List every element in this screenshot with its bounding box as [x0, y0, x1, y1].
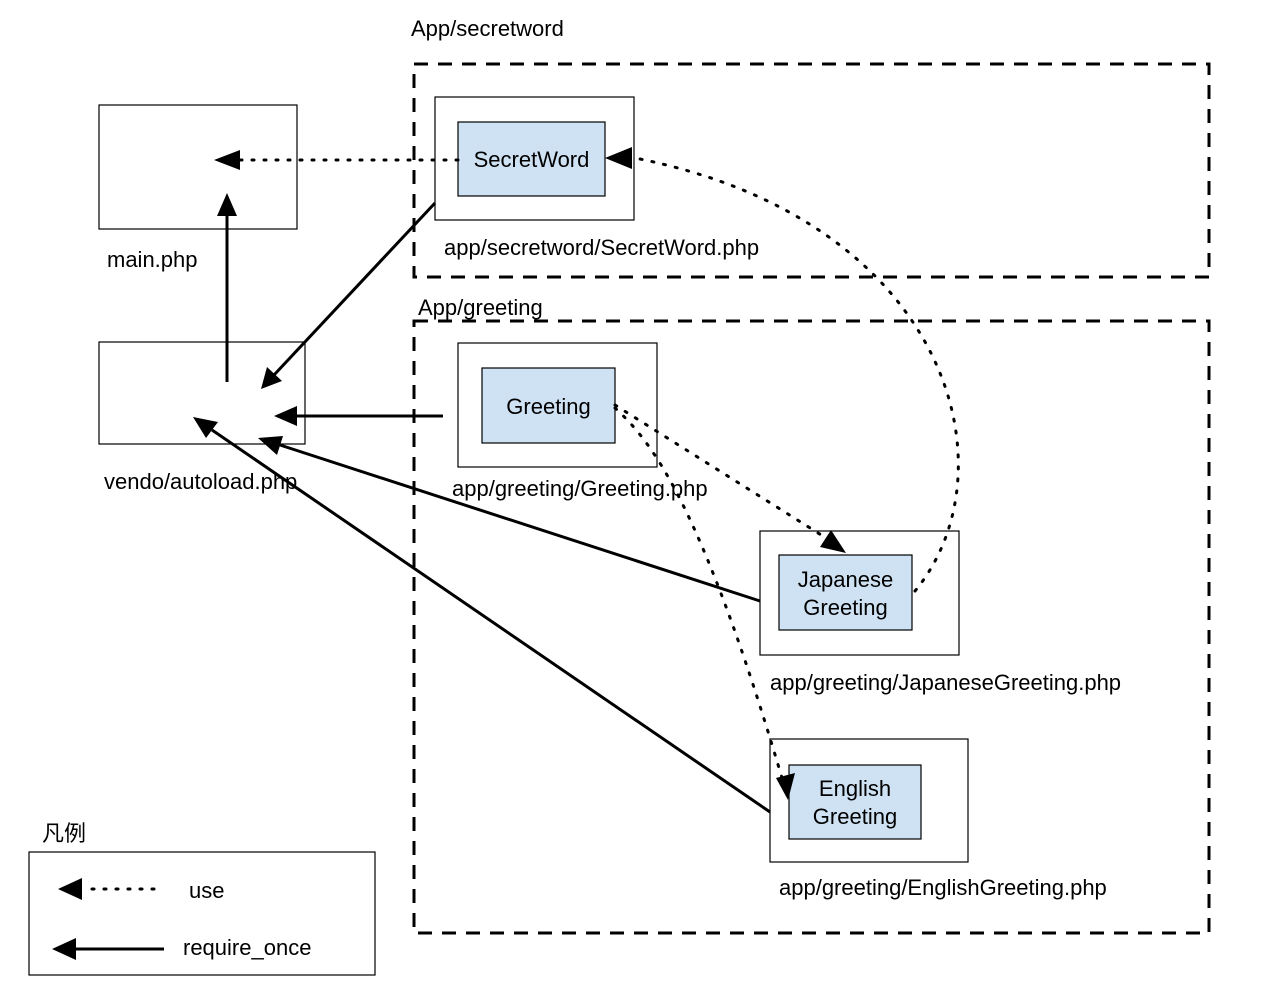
- secretword-class-box[interactable]: [457, 121, 606, 197]
- secretword-class-label: SecretWord: [474, 147, 590, 172]
- edge-autoload-to-main[interactable]: [217, 193, 237, 382]
- english-file-label: app/greeting/EnglishGreeting.php: [779, 875, 1107, 900]
- legend-box: [28, 851, 376, 976]
- legend-require-sample: [52, 938, 164, 960]
- english-class-label-line1: English: [819, 776, 891, 801]
- main-file-label: main.php: [107, 247, 198, 272]
- edge-greeting-use-japanese[interactable]: [613, 403, 846, 553]
- edge-japanese-to-autoload[interactable]: [258, 436, 761, 603]
- greeting-file-label: app/greeting/Greeting.php: [452, 476, 708, 501]
- english-class-box[interactable]: [788, 764, 922, 840]
- package-greeting-frame: [412, 319, 1211, 935]
- secretword-file-label: app/secretword/SecretWord.php: [444, 235, 759, 260]
- main-file-box[interactable]: [98, 104, 298, 230]
- japanese-class-label-line1: Japanese: [798, 567, 893, 592]
- legend-use-label: use: [189, 878, 224, 903]
- edge-greeting-use-english[interactable]: [613, 406, 795, 800]
- english-class-label-line2: Greeting: [813, 804, 897, 829]
- edge-english-to-autoload[interactable]: [193, 417, 771, 814]
- autoload-file-label: vendo/autoload.php: [104, 469, 297, 494]
- japanese-file-label: app/greeting/JapaneseGreeting.php: [770, 670, 1121, 695]
- package-greeting-label: App/greeting: [418, 295, 543, 320]
- legend-require-label: require_once: [183, 935, 311, 960]
- edge-greeting-to-autoload[interactable]: [274, 406, 443, 426]
- package-secretword-label: App/secretword: [411, 16, 564, 41]
- greeting-class-label: Greeting: [506, 394, 590, 419]
- legend-use-sample: [58, 878, 164, 900]
- japanese-class-box[interactable]: [778, 554, 913, 631]
- legend-title: 凡例: [42, 821, 86, 846]
- edge-secretword-to-autoload[interactable]: [261, 201, 437, 389]
- package-secretword-frame: [412, 62, 1211, 279]
- greeting-class-box[interactable]: [481, 367, 616, 444]
- edge-secretword-use-main[interactable]: [214, 150, 460, 170]
- edge-japanese-use-secretword[interactable]: [605, 147, 960, 593]
- japanese-class-label-line2: Greeting: [803, 595, 887, 620]
